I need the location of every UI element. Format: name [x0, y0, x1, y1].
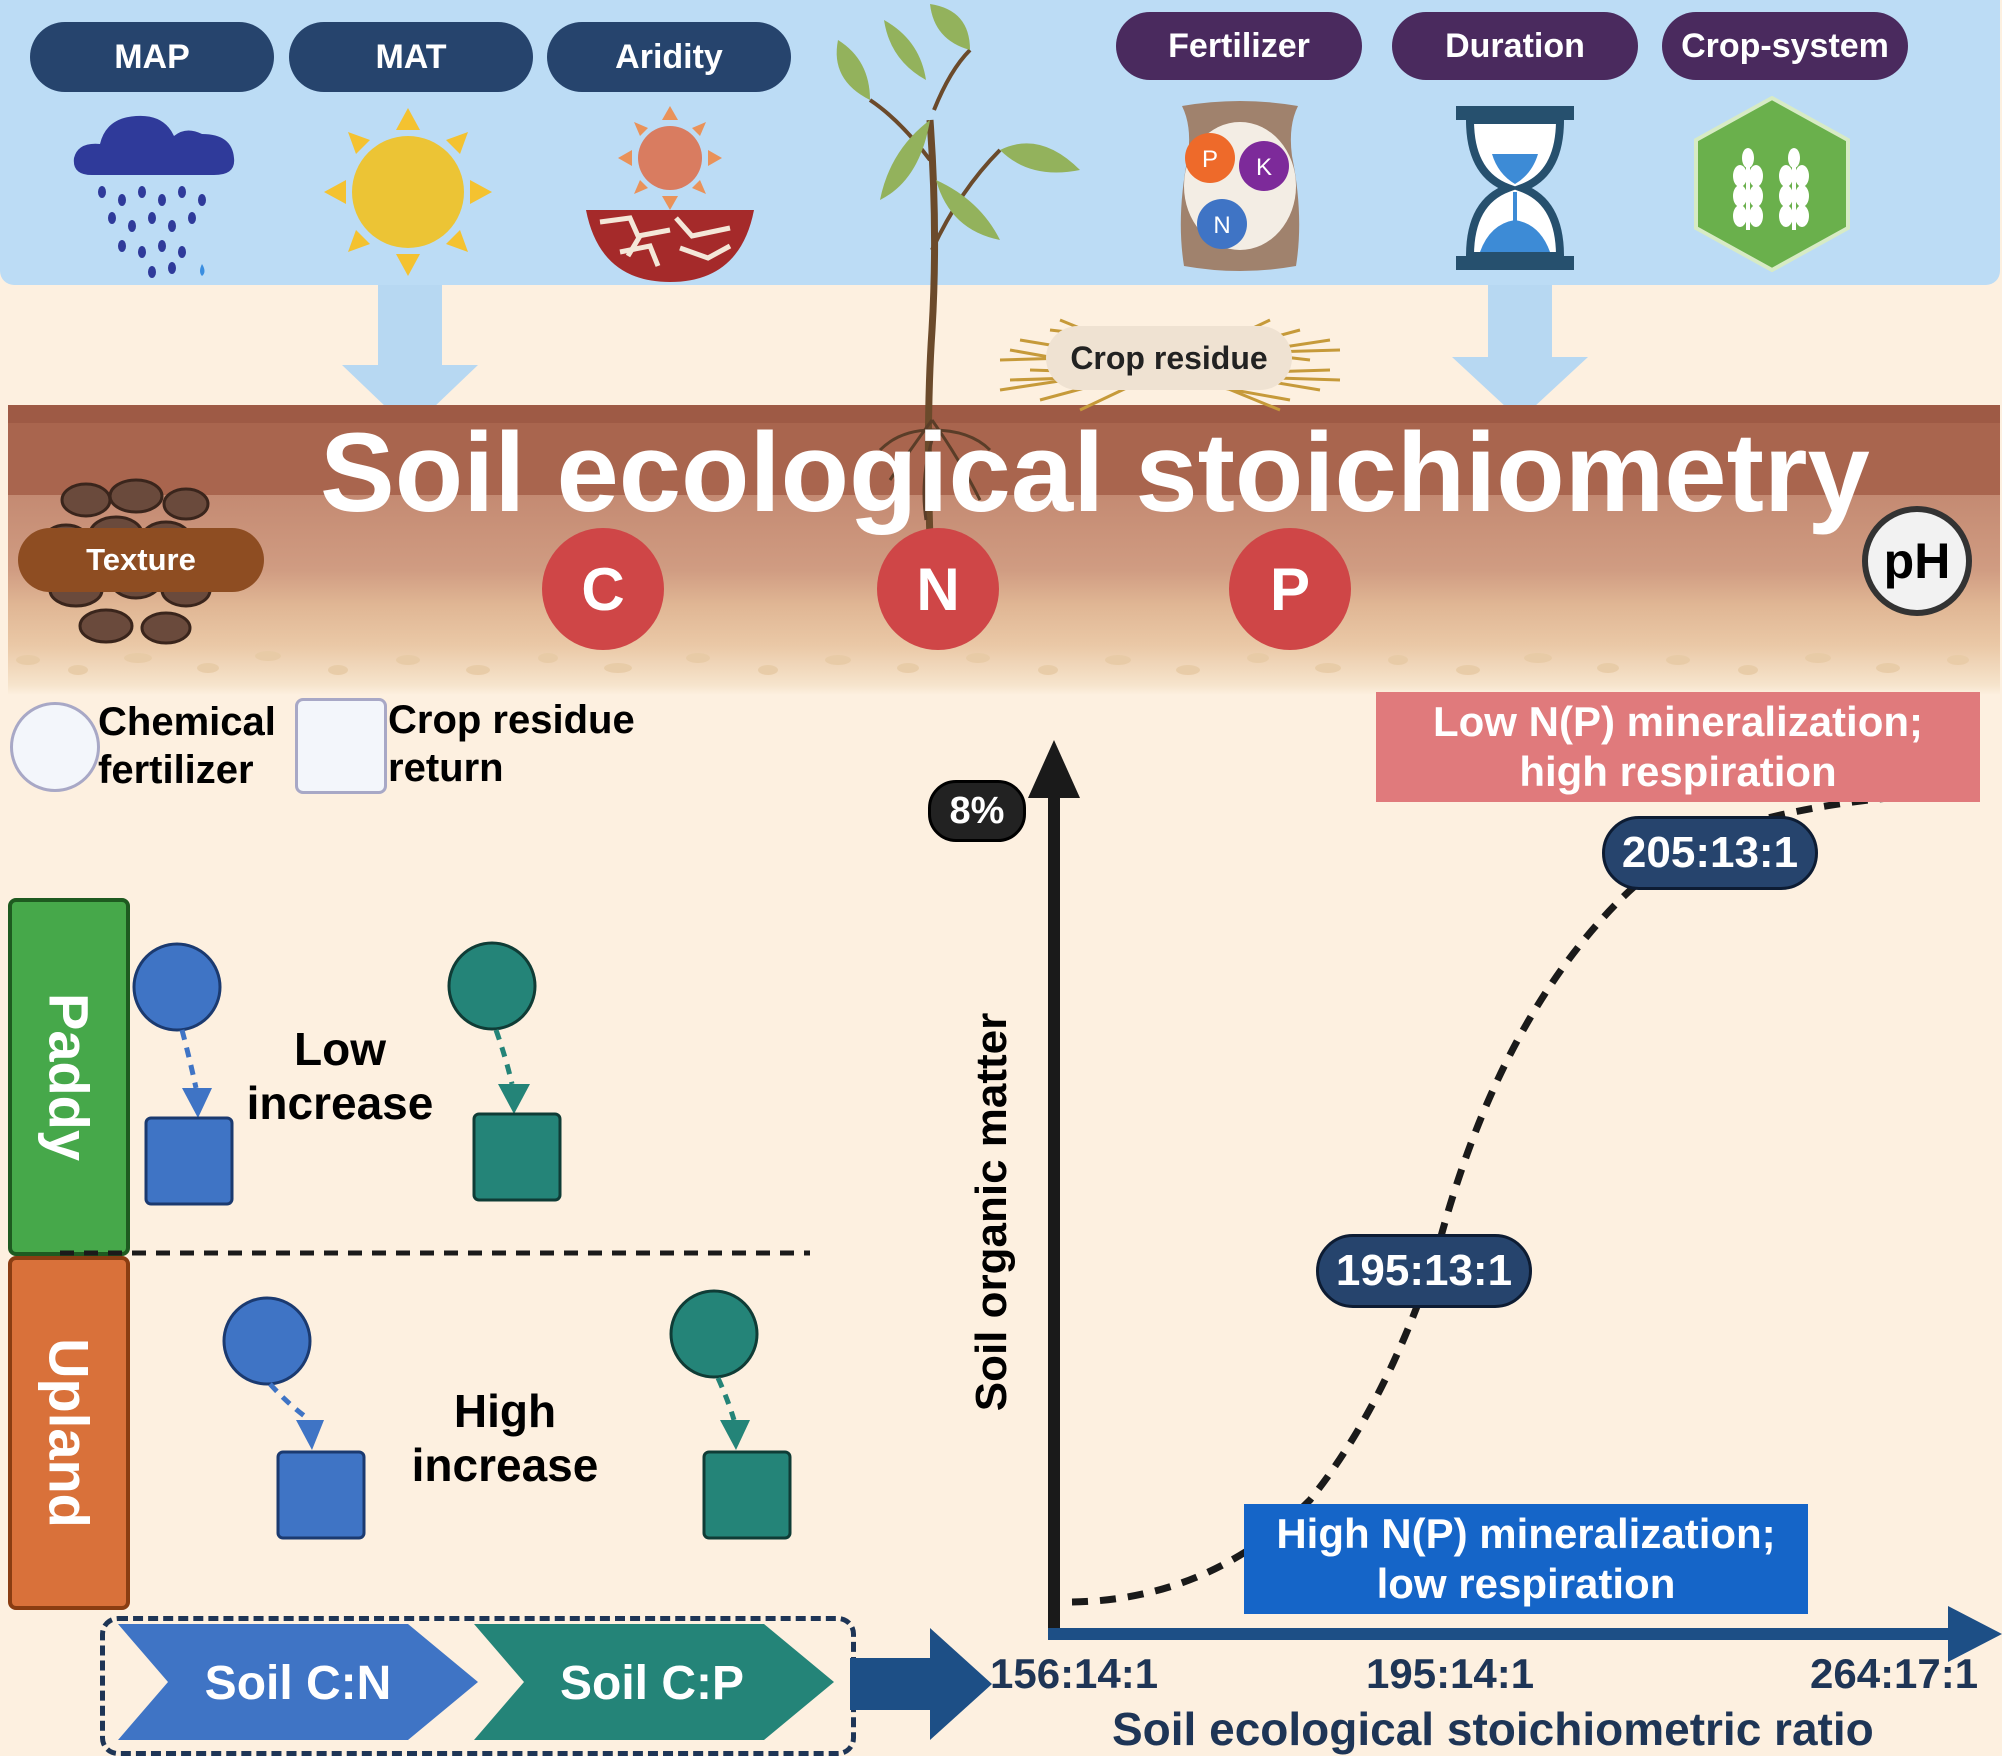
plant-icon: [836, 4, 1080, 540]
soil-pebbles: [16, 651, 1969, 675]
paddy-residue-flow: [447, 941, 562, 1202]
paddy-upland-divider: [60, 1250, 810, 1256]
soil-cn-label: Soil C:N: [204, 1657, 392, 1710]
upland-fertilizer-flow: [222, 1296, 366, 1540]
soil-cp-chevron: [474, 1624, 834, 1740]
y-max-label: 8%: [928, 780, 1026, 842]
mat-pill: MAT: [289, 22, 533, 92]
paddy-tab: Paddy: [8, 898, 130, 1256]
low-mineralization-box: Low N(P) mineralization;high respiration: [1376, 692, 1980, 802]
carbon-circle: C: [542, 528, 664, 650]
map-pill: MAP: [30, 22, 274, 92]
crop-system-icon: [1694, 96, 1850, 272]
paddy-fertilizer-flow: [132, 942, 234, 1206]
to-chart-arrow: [850, 1628, 992, 1740]
crop-system-pill: Crop-system: [1662, 12, 1908, 80]
high-mineralization-box: High N(P) mineralization;low respiration: [1244, 1504, 1808, 1614]
fertilizer-bag-icon: P K N: [1180, 101, 1300, 271]
legend-fertilizer-circle: [10, 702, 100, 792]
phosphorus-circle: P: [1229, 528, 1351, 650]
hourglass-icon: [1456, 106, 1574, 270]
rain-cloud-icon: [73, 115, 235, 278]
x-tick-156-14-1: 156:14:1: [990, 1650, 1159, 1697]
x-tick-264-17-1: 264:17:1: [1810, 1650, 1979, 1697]
x-axis-label: Soil ecological stoichiometric ratio: [1112, 1703, 1874, 1755]
soil-cn-chevron: [118, 1624, 478, 1740]
chart-curve: [1071, 790, 1981, 1606]
x-tick-195-14-1: 195:14:1: [1366, 1650, 1535, 1697]
y-axis-label: Soil organic matter: [967, 1012, 1016, 1412]
upland-tab: Upland: [8, 1256, 130, 1610]
nutrient-k-label: K: [1256, 154, 1272, 181]
sun-icon: [324, 108, 492, 276]
fertilizer-pill: Fertilizer: [1116, 12, 1362, 80]
nitrogen-circle: N: [877, 528, 999, 650]
main-title: Soil ecological stoichiometry: [320, 410, 1870, 535]
texture-pill: Texture: [18, 528, 264, 592]
upland-residue-flow: [669, 1289, 792, 1540]
ratio-label-205-13-1: 205:13:1: [1602, 816, 1818, 890]
duration-pill: Duration: [1392, 12, 1638, 80]
legend-residue-square: [295, 698, 387, 794]
nutrient-n-label: N: [1213, 212, 1230, 239]
soil-band: [8, 405, 2000, 695]
aridity-icon: [586, 106, 754, 282]
nutrient-p-label: P: [1202, 146, 1218, 173]
ratio-label-195-13-1: 195:13:1: [1316, 1234, 1532, 1308]
chart-axes: [1028, 740, 2002, 1662]
crop-residue-pill: Crop residue: [1046, 326, 1292, 390]
aridity-pill: Aridity: [547, 22, 791, 92]
ph-circle: pH: [1862, 506, 1972, 616]
soil-cp-label: Soil C:P: [559, 1657, 744, 1710]
management-down-arrow: [1452, 285, 1588, 420]
climate-down-arrow: [342, 285, 478, 430]
